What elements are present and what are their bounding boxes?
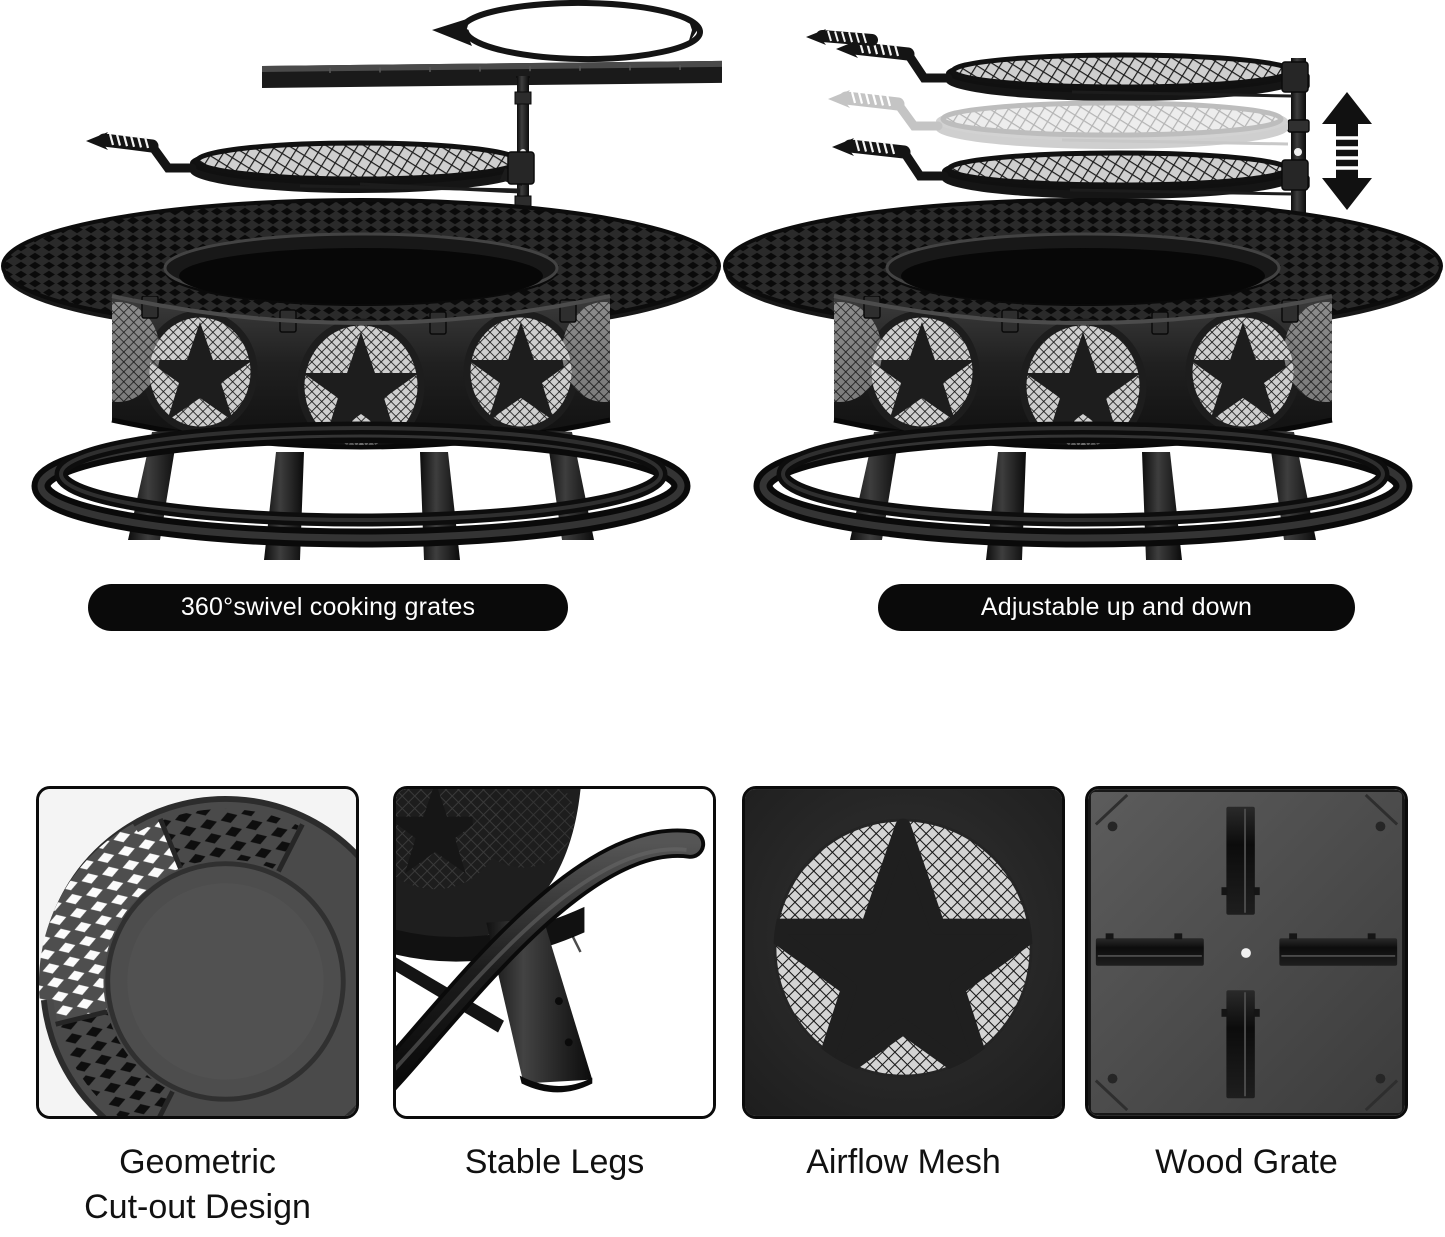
grate-position-bottom bbox=[832, 138, 1309, 199]
scene-adjustable bbox=[722, 0, 1445, 575]
up-down-arrow-icon bbox=[1322, 92, 1372, 210]
caption-geometric-cutout: Geometric Cut-out Design bbox=[84, 1143, 311, 1226]
foot-ring bbox=[31, 421, 691, 548]
coil-handle-bottom-position bbox=[832, 138, 911, 159]
star-cutout-panel bbox=[142, 310, 258, 434]
coil-handle-top-position bbox=[836, 40, 915, 61]
coil-handle-detached bbox=[806, 29, 878, 46]
fire-pit-body bbox=[723, 198, 1443, 560]
panel-wood-grate bbox=[1085, 786, 1408, 1119]
grate-position-middle-ghost bbox=[828, 90, 1289, 149]
foot-ring bbox=[753, 421, 1413, 548]
caption-airflow-mesh: Airflow Mesh bbox=[806, 1143, 1001, 1181]
rotation-arrow-icon bbox=[432, 0, 704, 63]
star-cutout-panel bbox=[1185, 310, 1301, 434]
panel-stable-legs bbox=[393, 786, 716, 1119]
panel-geometric-cutout bbox=[36, 786, 359, 1119]
coil-handle-left bbox=[86, 132, 159, 153]
star-cutout-panel bbox=[864, 310, 980, 434]
fire-pit-body bbox=[1, 198, 721, 560]
foot-ring-closeup bbox=[396, 828, 706, 1091]
scene-swivel bbox=[0, 0, 722, 575]
grate-bars bbox=[1095, 806, 1398, 1099]
swivel-cooking-grate bbox=[86, 132, 535, 194]
panel-airflow-mesh bbox=[742, 786, 1065, 1119]
star-silhouette bbox=[755, 818, 1051, 1097]
star-cutout-panel bbox=[463, 310, 579, 434]
caption-wood-grate: Wood Grate bbox=[1155, 1143, 1338, 1181]
badge-swivel: 360°swivel cooking grates bbox=[88, 584, 568, 631]
caption-stable-legs: Stable Legs bbox=[464, 1143, 645, 1181]
coil-handle-middle-ghost bbox=[828, 90, 905, 111]
grate-position-top bbox=[836, 40, 1309, 101]
badge-adjustable: Adjustable up and down bbox=[878, 584, 1355, 631]
feature-panel-row bbox=[0, 786, 1445, 1126]
